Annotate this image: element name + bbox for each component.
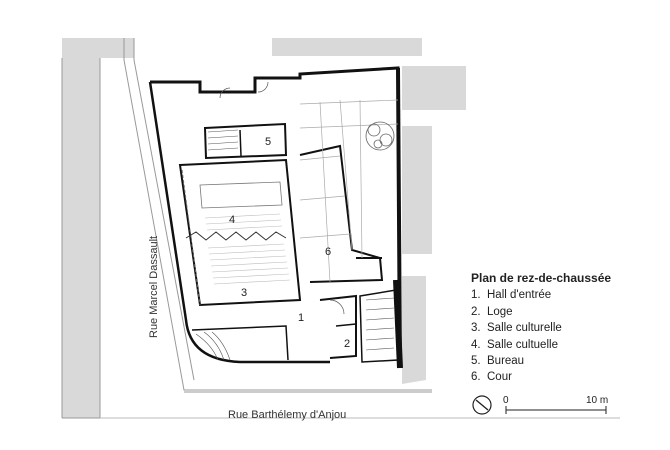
tree	[365, 121, 395, 151]
courtyard-grid	[299, 99, 399, 283]
room-number-3: 3	[241, 287, 248, 299]
door-swings	[219, 81, 345, 315]
room-divider-zigzag	[185, 231, 287, 241]
legend-item: 4. Salle cultuelle	[471, 337, 611, 353]
scale-label-start: 0	[503, 395, 509, 406]
legend-item-number: 4.	[471, 338, 481, 351]
legend-item-label: Salle culturelle	[487, 322, 562, 335]
legend-item: 2. Loge	[471, 304, 611, 320]
room-number-4: 4	[229, 214, 236, 226]
legend-item-number: 3.	[471, 322, 481, 335]
legend: Plan de rez-de-chaussée 1. Hall d'entrée…	[471, 270, 611, 386]
seating-rows	[204, 213, 291, 285]
room-number-1: 1	[298, 312, 305, 324]
north-arrow	[472, 395, 492, 415]
legend-item-label: Bureau	[487, 355, 525, 368]
legend-item: 6. Cour	[471, 369, 611, 385]
room-number-2: 2	[344, 338, 351, 350]
building-walls	[148, 66, 403, 369]
scale-label-end: 10 m	[586, 395, 609, 406]
context-buildings	[62, 38, 466, 418]
legend-item-label: Cour	[487, 371, 512, 384]
legend-item-number: 5.	[471, 355, 481, 368]
legend-item: 1. Hall d'entrée	[471, 287, 611, 303]
street-label-west: Rue Marcel Dassault	[148, 235, 160, 338]
room-number-6: 6	[325, 246, 332, 258]
legend-item-number: 6.	[471, 371, 481, 384]
legend-item-label: Loge	[487, 305, 513, 318]
legend-item-label: Salle cultuelle	[487, 338, 558, 351]
legend-item-number: 2.	[471, 305, 481, 318]
legend-item-number: 1.	[471, 289, 481, 302]
street-label-south: Rue Barthélemy d'Anjou	[228, 409, 347, 421]
legend-item: 5. Bureau	[471, 353, 611, 369]
room-number-5: 5	[265, 136, 272, 148]
stair-treads	[195, 129, 395, 361]
legend-title: Plan de rez-de-chaussée	[471, 271, 612, 285]
legend-item-label: Hall d'entrée	[487, 289, 552, 302]
scale-bar	[505, 406, 607, 414]
legend-item: 3. Salle culturelle	[471, 320, 611, 336]
street-edges	[61, 38, 620, 419]
